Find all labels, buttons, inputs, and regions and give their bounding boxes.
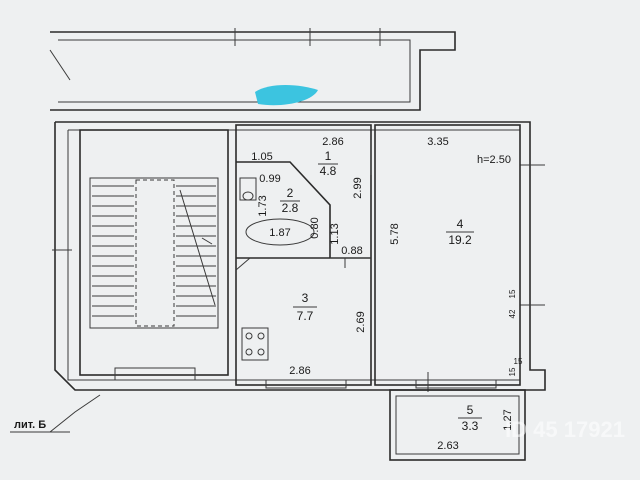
balcony: [389, 389, 526, 461]
apartment-walls: [235, 124, 521, 392]
redaction-mark: [255, 85, 318, 106]
room-5-number: 5: [467, 403, 474, 417]
upper-corridor: [49, 28, 456, 111]
dim-small-b: 42: [508, 309, 517, 318]
room-1-area: 4.8: [320, 164, 337, 178]
dim-ceiling-height: h=2.50: [477, 154, 511, 166]
dim-balcony-depth: 1.27: [502, 409, 514, 430]
dim-hall-width: 2.86: [322, 136, 343, 148]
dim-bath-height: 1.73: [257, 195, 269, 216]
dim-bath-depth: 0.99: [259, 173, 280, 185]
room-3-area: 7.7: [297, 309, 314, 323]
room-4-area: 19.2: [448, 233, 472, 247]
room-1-number: 1: [325, 149, 332, 163]
dim-bath-width: 1.05: [251, 151, 272, 163]
dim-bath-side: 0.80: [309, 217, 321, 238]
dim-hall-side: 1.13: [329, 223, 341, 244]
room-5-area: 3.3: [462, 419, 479, 433]
watermark: ID 45 17921: [505, 417, 625, 442]
label-leader: [49, 394, 101, 433]
room-3-number: 3: [302, 291, 309, 305]
dim-small-c: 15: [508, 367, 517, 376]
dim-small-d: 15: [514, 357, 523, 366]
dim-small-a: 15: [508, 289, 517, 298]
dim-kitchen-width: 2.86: [289, 365, 310, 377]
room-4-number: 4: [457, 217, 464, 231]
dim-room-depth: 5.78: [389, 223, 401, 244]
staircase: [79, 129, 229, 381]
room-2-number: 2: [287, 186, 294, 200]
bathroom-fixtures: [239, 177, 315, 361]
dim-room-width: 3.35: [427, 136, 448, 148]
room-2-area: 2.8: [282, 201, 299, 215]
dim-balcony-width: 2.63: [437, 440, 458, 452]
stair-label: лит. Б: [14, 419, 46, 431]
dim-bathtub: 1.87: [269, 227, 290, 239]
dim-hall-front: 0.88: [341, 245, 362, 257]
dim-hall-depth: 2.99: [352, 177, 364, 198]
dim-kitchen-depth: 2.69: [355, 311, 367, 332]
